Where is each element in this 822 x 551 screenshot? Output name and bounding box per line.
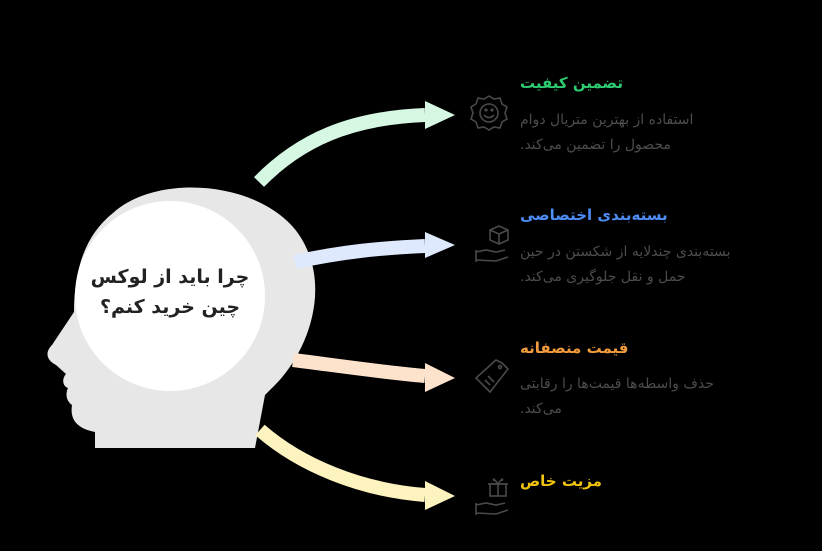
price-tag-icon: [474, 359, 510, 394]
gift-on-hand-icon: [475, 478, 509, 515]
arrow-special: [255, 424, 426, 502]
arrow-quality-head: [425, 101, 455, 129]
item-price-desc-line2: می‌کند.: [520, 401, 562, 417]
arrow-price-head: [425, 363, 455, 392]
item-packaging-desc-line1: بسته‌بندی چندلایه از شکستن در حین: [520, 244, 731, 260]
arrow-packaging-head: [425, 232, 455, 258]
item-price-title: قیمت منصفانه: [520, 339, 629, 357]
item-quality-desc-line2: محصول را تضمین می‌کند.: [520, 137, 671, 153]
item-quality-desc-line1: استفاده از بهترین متریال دوام: [520, 112, 694, 128]
smiley-badge-icon: [470, 95, 508, 131]
item-packaging-desc: بسته‌بندی چندلایه از شکستن در حین حمل و …: [520, 240, 810, 290]
item-packaging-desc-line2: حمل و نقل جلوگیری می‌کند.: [520, 269, 686, 285]
item-quality-desc: استفاده از بهترین متریال دوام محصول را ت…: [520, 108, 780, 158]
item-packaging-title: بسته‌بندی اختصاصی: [520, 206, 668, 224]
center-question-line2: چین خرید کنم؟: [99, 296, 241, 318]
item-special-title: مزیت خاص: [520, 472, 602, 490]
item-price-desc: حذف واسطه‌ها قیمت‌ها را رقابتی می‌کند.: [520, 372, 780, 422]
arrow-price: [292, 353, 426, 383]
arrow-quality: [253, 108, 426, 187]
center-question: چرا باید از لوکس چین خرید کنم؟: [80, 262, 260, 322]
arrow-packaging: [293, 239, 426, 269]
center-circle: [75, 201, 265, 391]
center-question-line1: چرا باید از لوکس: [90, 266, 250, 288]
item-quality-title: تضمین کیفیت: [520, 74, 623, 92]
arrow-special-head: [425, 481, 455, 510]
box-on-hand-icon: [475, 225, 509, 262]
item-price-desc-line1: حذف واسطه‌ها قیمت‌ها را رقابتی: [520, 376, 714, 392]
